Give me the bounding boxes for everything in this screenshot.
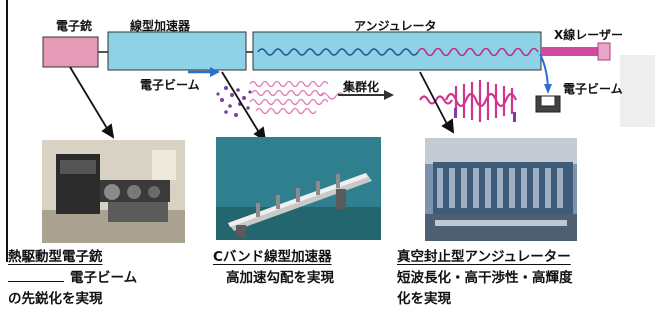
linac-caption-title: Cバンド線型加速器 [213, 249, 332, 265]
undulator-wave-blue [257, 48, 419, 56]
xray-laser-label: X線レーザー [554, 28, 624, 42]
radiation-wave-1 [249, 80, 329, 88]
undulator-box [252, 31, 542, 71]
bunch-marker-1 [454, 108, 457, 118]
bunching-arrow [384, 90, 394, 100]
linac-box [107, 31, 247, 71]
beam-dump-label: 電子ビーム [563, 82, 623, 96]
beam-direction-arrow [210, 67, 220, 77]
gun-box [42, 36, 99, 68]
undulator-wave-pink [417, 47, 539, 57]
linac-label: 線型加速器 [130, 19, 191, 33]
undulator-caption-title: 真空封止型アンジュレーター [397, 249, 571, 265]
bunching-label: 集群化 [343, 80, 380, 94]
undulator-label: アンジュレータ [354, 19, 437, 33]
electron-particles [216, 86, 252, 117]
coherent-radiation [419, 80, 518, 122]
right-background-panel [620, 55, 655, 127]
beam-dump-arrow [544, 84, 552, 94]
caption-blank-underline [8, 269, 64, 282]
xray-laser-tip [597, 42, 611, 61]
pointer-arrow-undulator [441, 118, 455, 134]
gun-caption-title: 熱駆動型電子銃 [8, 249, 103, 265]
pointer-arrow-gun [101, 123, 115, 139]
xray-laser-beam [541, 47, 601, 56]
undulator-photo [425, 138, 577, 241]
electron-beam-label: 電子ビーム [140, 78, 200, 92]
left-frame-border [0, 0, 8, 262]
gun-caption-line2: 電子ビーム [8, 268, 137, 289]
gun-label: 電子銃 [56, 19, 93, 33]
bunch-marker-2 [513, 112, 516, 122]
electron-gun-photo [42, 140, 185, 243]
gun-caption-line3: の先鋭化を実現 [8, 291, 103, 307]
linac-caption-line2: 高加速勾配を実現 [226, 270, 334, 286]
gun-caption-beam: 電子ビーム [70, 270, 138, 286]
undulator-caption-line2: 短波長化・高干渉性・高輝度 [397, 270, 573, 286]
linac-photo [216, 137, 381, 240]
beam-dump [535, 95, 561, 113]
undulator-caption-line3: 化を実現 [397, 291, 451, 307]
